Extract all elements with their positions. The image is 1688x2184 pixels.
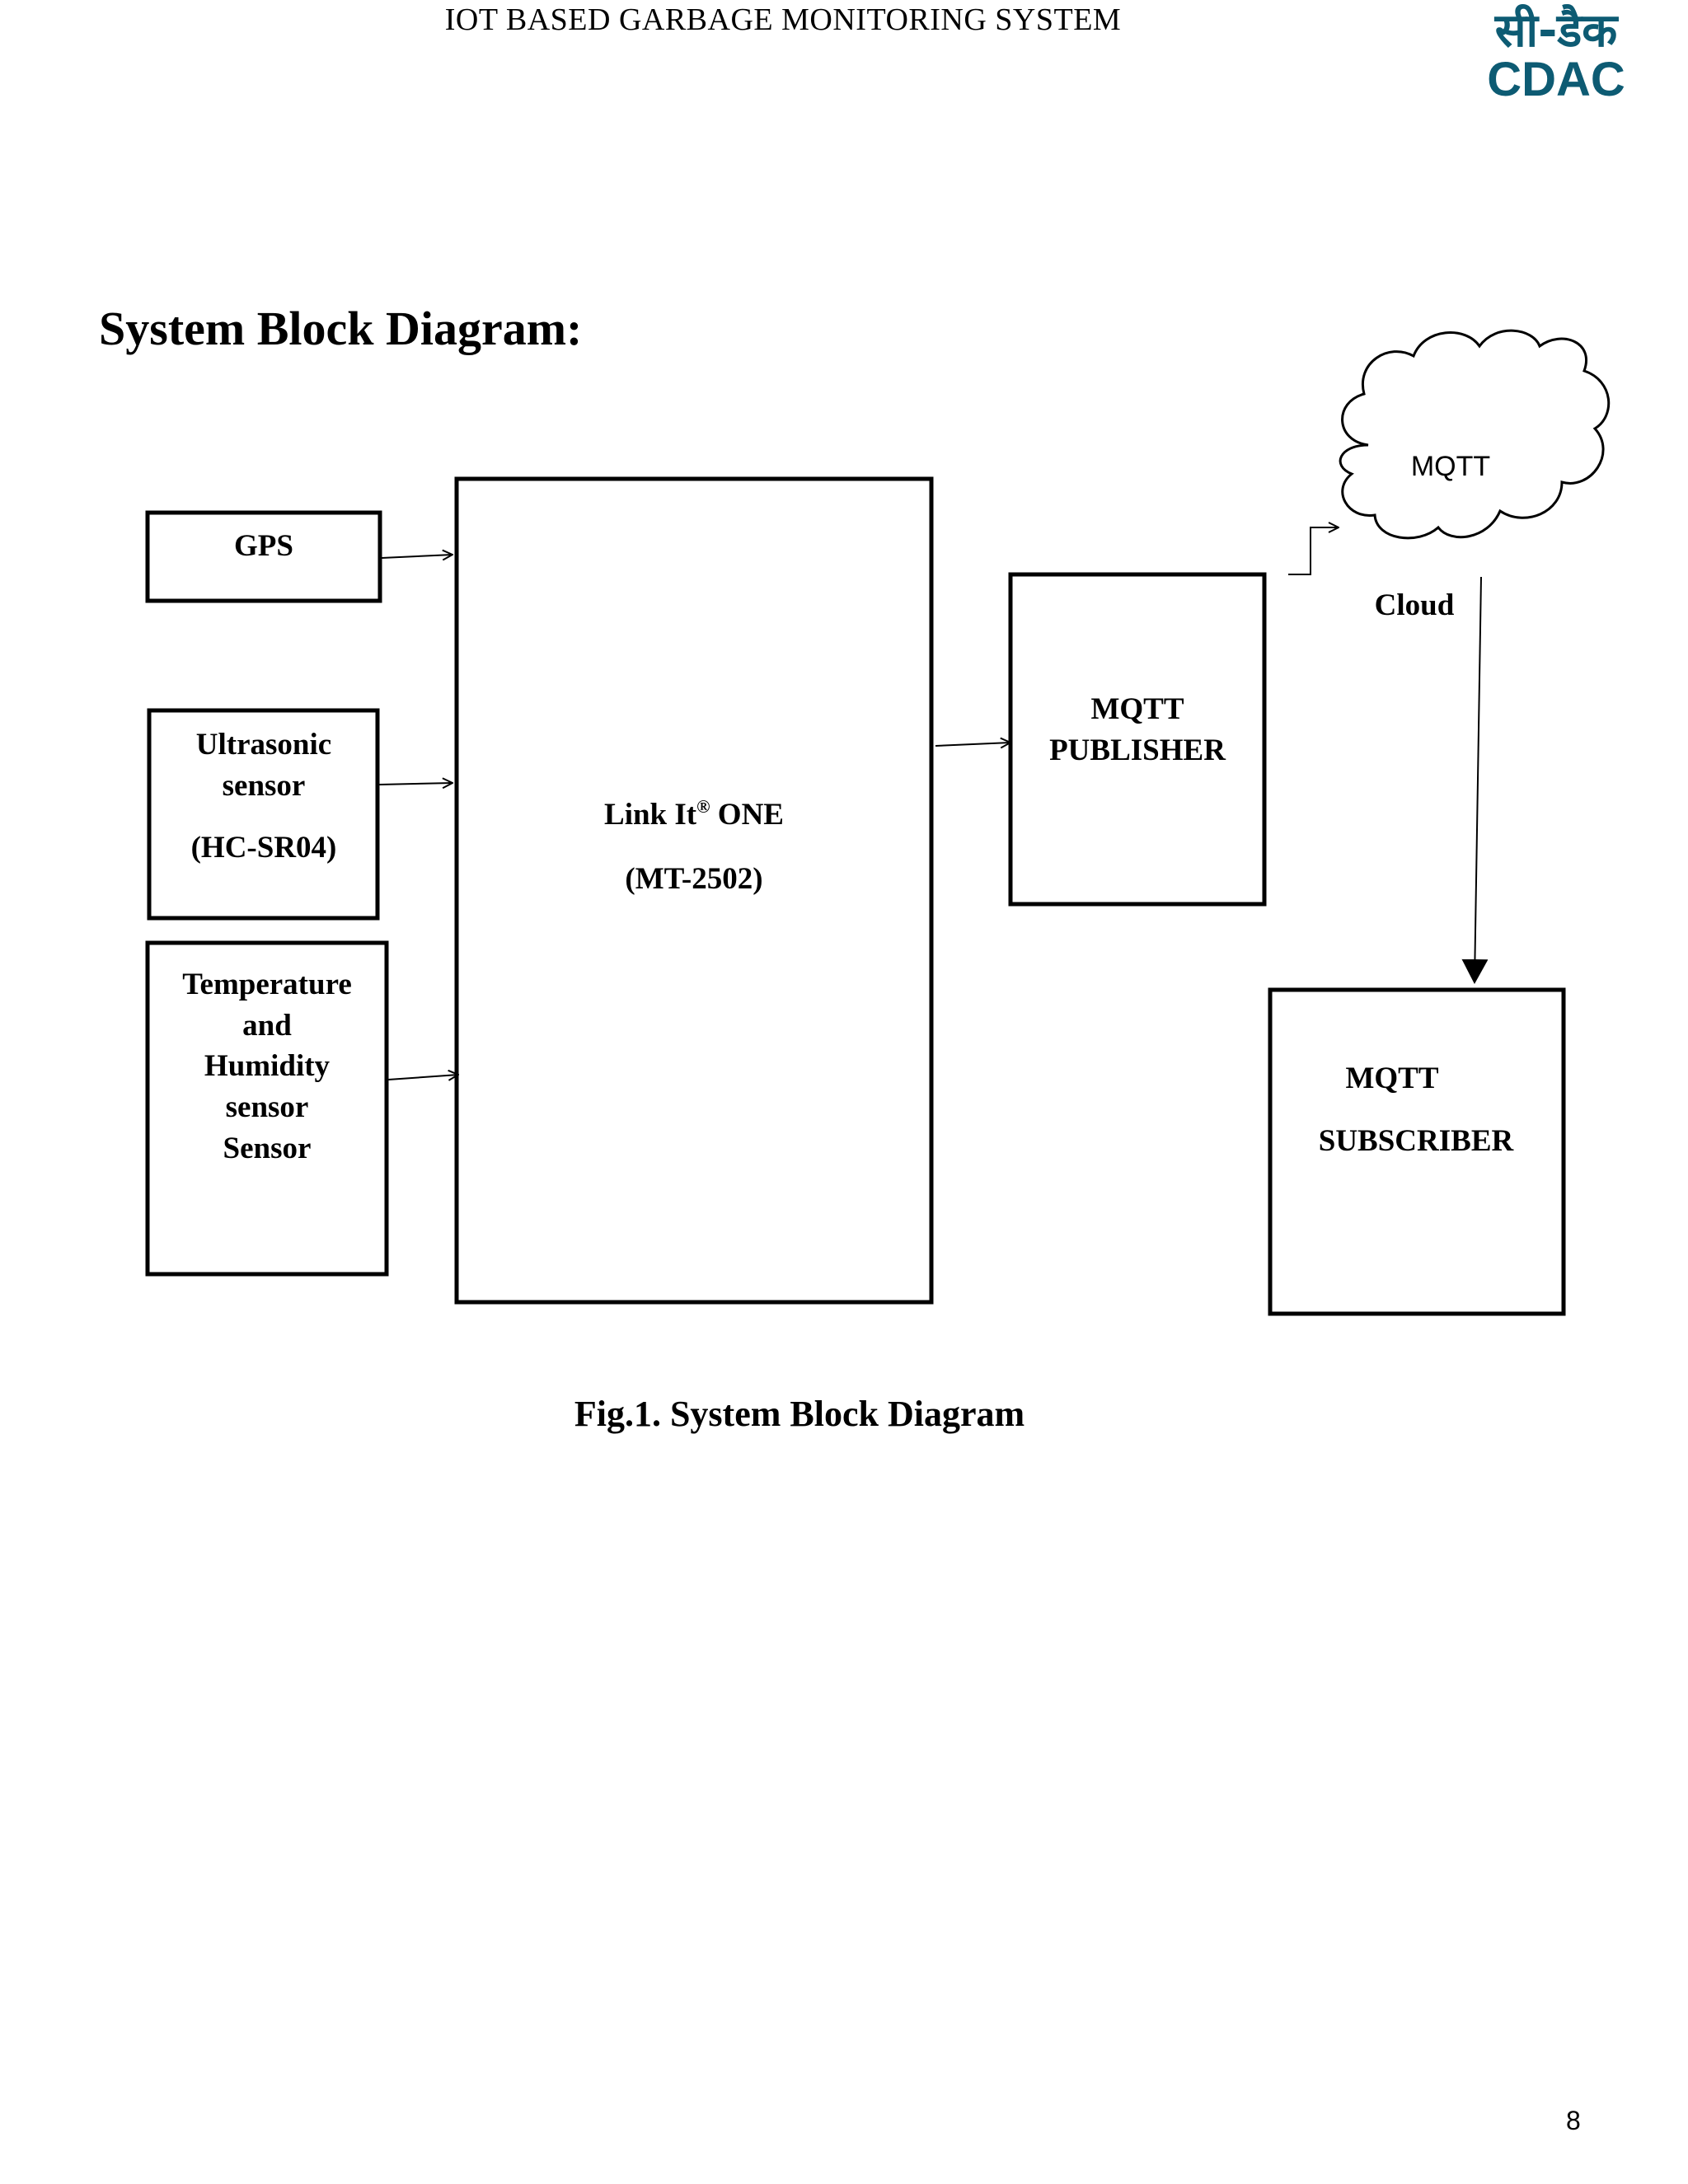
arrow-ultrasonic-to-linkit — [378, 783, 452, 785]
linkit-model: (MT-2502) — [625, 862, 762, 896]
gps-block: GPS — [145, 510, 382, 603]
gps-label: GPS — [234, 529, 293, 563]
temperature-label-line2: and — [242, 1009, 292, 1043]
arrow-gps-to-linkit — [381, 555, 452, 558]
cloud-caption: Cloud — [1375, 588, 1455, 622]
arrow-linkit-to-publisher — [935, 743, 1010, 746]
arrow-cloud-to-subscriber — [1461, 576, 1489, 984]
linkit-one-block: Link It® ONE (MT-2502) — [454, 476, 934, 1305]
ultrasonic-label-line2: sensor — [223, 769, 306, 803]
linkit-label: Link It® ONE — [604, 796, 784, 832]
temperature-label-line4: sensor — [226, 1090, 309, 1124]
arrow-temperature-to-linkit — [387, 1075, 458, 1080]
subscriber-label-line1: MQTT — [1345, 1062, 1438, 1095]
temperature-label-line3: Humidity — [204, 1049, 331, 1083]
figure-caption: Fig.1. System Block Diagram — [574, 1394, 1025, 1434]
section-heading: System Block Diagram: — [99, 302, 583, 355]
mqtt-subscriber-block: MQTT SUBSCRIBER — [1268, 987, 1566, 1316]
logo-hindi-text: सी-डैक — [1494, 3, 1620, 58]
ultrasonic-label-model: (HC-SR04) — [191, 831, 337, 865]
mqtt-publisher-block: MQTT PUBLISHER — [1008, 572, 1267, 907]
publisher-label-line1: MQTT — [1090, 692, 1184, 726]
temperature-humidity-block: Temperature and Humidity sensor Sensor — [145, 940, 389, 1277]
linkit-name: Link It — [604, 798, 697, 832]
mqtt-cloud: MQTT — [1339, 329, 1611, 540]
cloud-mqtt-label: MQTT — [1411, 451, 1490, 482]
ultrasonic-sensor-block: Ultrasonic sensor (HC-SR04) — [147, 708, 380, 921]
arrow-publisher-to-cloud — [1288, 527, 1339, 575]
cdac-logo: सी-डैक CDAC — [1487, 3, 1625, 102]
ultrasonic-label-line1: Ultrasonic — [196, 728, 331, 762]
linkit-suffix: ONE — [710, 798, 784, 832]
subscriber-label-line2: SUBSCRIBER — [1319, 1124, 1515, 1158]
logo-latin-text: CDAC — [1487, 53, 1625, 102]
page-number: 8 — [1566, 2106, 1581, 2135]
temperature-label-line5: Sensor — [223, 1132, 312, 1165]
publisher-label-line2: PUBLISHER — [1049, 733, 1226, 767]
registered-mark: ® — [696, 796, 710, 817]
running-header: IOT BASED GARBAGE MONITORING SYSTEM — [444, 2, 1122, 37]
temperature-label-line1: Temperature — [182, 968, 352, 1001]
